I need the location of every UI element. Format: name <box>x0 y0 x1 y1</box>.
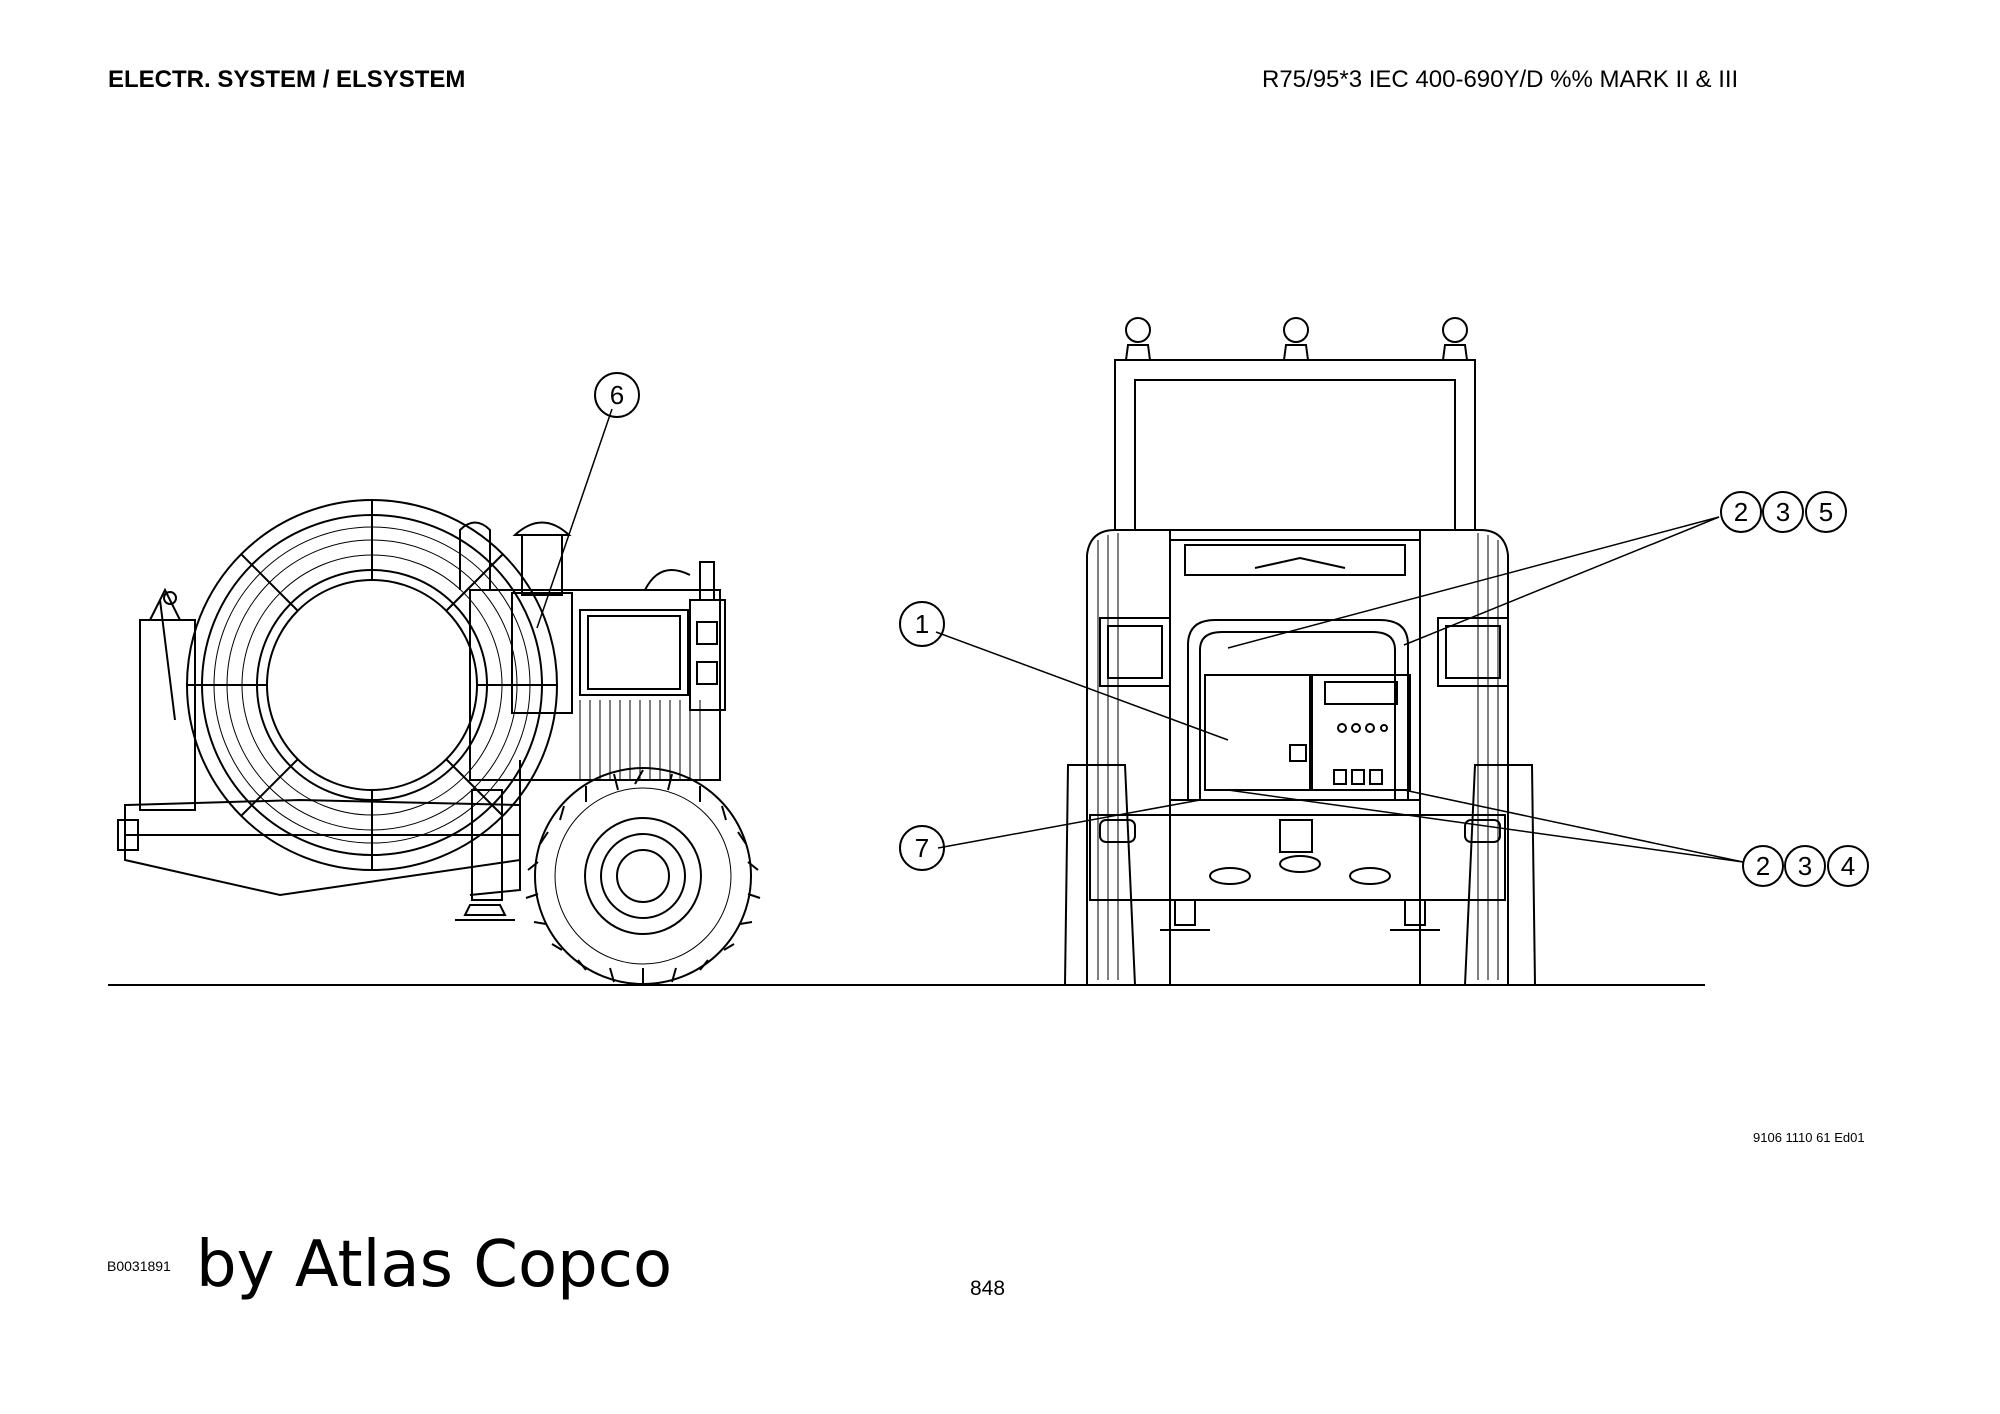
side-view-machine <box>117 499 761 985</box>
brand-text: by Atlas Copco <box>196 1228 673 1302</box>
image-id: B0031891 <box>107 1258 171 1274</box>
rear-view-machine <box>1063 317 1537 986</box>
rear-control-panel <box>1311 674 1411 791</box>
callout-bottom-a-label: 2 <box>1756 851 1770 881</box>
electrical-box-6 <box>511 592 573 714</box>
callout-6-label: 6 <box>610 380 624 410</box>
callout-6 <box>594 372 640 418</box>
callout-top-a <box>1720 491 1762 533</box>
callout-bottom-a <box>1742 845 1784 887</box>
callout-top-b <box>1762 491 1804 533</box>
callout-1-label: 1 <box>915 609 929 639</box>
callout-bottom-c-label: 4 <box>1841 851 1855 881</box>
callout-1 <box>899 601 945 647</box>
side-wheel <box>534 767 752 985</box>
callout-top-a-label: 2 <box>1734 497 1748 527</box>
callout-top-b-label: 3 <box>1776 497 1790 527</box>
page-number: 848 <box>970 1277 1006 1300</box>
callout-7 <box>899 825 945 871</box>
header-left-title: ELECTR. SYSTEM / ELSYSTEM <box>108 66 466 93</box>
document-number: 9106 1110 61 Ed01 <box>1753 1130 1865 1145</box>
header-right-title: R75/95*3 IEC 400-690Y/D %% MARK II & III <box>1262 66 1739 93</box>
callout-bottom-b <box>1784 845 1826 887</box>
rear-cabinet-1 <box>1204 674 1311 791</box>
callout-top-c-label: 5 <box>1819 497 1833 527</box>
leader-lines <box>536 408 1744 863</box>
callout-bottom-b-label: 3 <box>1798 851 1812 881</box>
callout-7-label: 7 <box>915 833 929 863</box>
callout-top-c <box>1805 491 1847 533</box>
callout-bottom-c <box>1827 845 1869 887</box>
